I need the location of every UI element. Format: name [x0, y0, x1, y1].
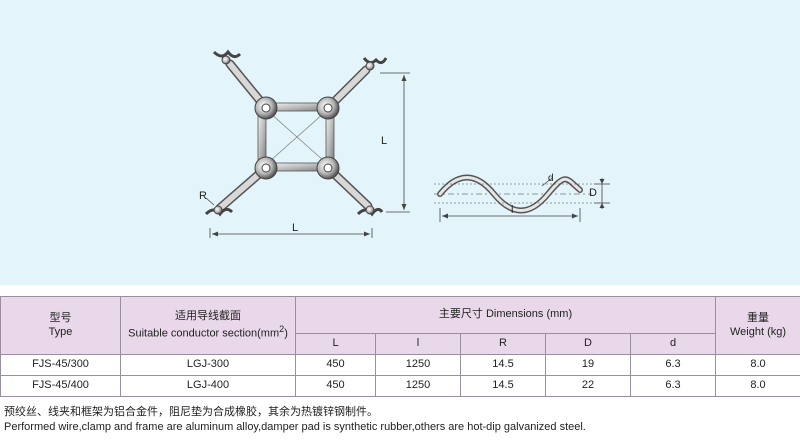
- dimension-vertical-l: [380, 72, 410, 213]
- cell-r: 14.5: [460, 354, 546, 376]
- label-d-small: d: [548, 173, 554, 184]
- cell-weight: 8.0: [715, 354, 800, 376]
- table-header-row: 型号 Type 适用导线截面 Suitable conductor sectio…: [0, 296, 800, 355]
- label-l-horizontal: L: [292, 222, 298, 234]
- header-section-en-close: ): [284, 327, 288, 340]
- cell-l-large: 450: [295, 375, 376, 397]
- cell-section: LGJ-400: [120, 375, 296, 397]
- spacer-damper-drawing: R L L d: [199, 49, 610, 238]
- dimension-l-small: [439, 208, 581, 222]
- table-row: FJS-45/300 LGJ-300 450 1250 14.5 19 6.3 …: [0, 354, 800, 376]
- cell-d-small: 6.3: [629, 375, 717, 397]
- cell-r: 14.5: [460, 375, 546, 397]
- header-dim-l-small: l: [375, 333, 461, 355]
- header-section-en-sup: 2: [279, 323, 285, 334]
- header-dim-l-large: L: [295, 333, 376, 355]
- cell-d-large: 19: [545, 354, 631, 376]
- label-r: R: [199, 190, 207, 202]
- header-dim-d-small: d: [629, 333, 717, 355]
- dimension-d-large: [594, 178, 610, 209]
- material-note-en: Performed wire,clamp and frame are alumi…: [4, 421, 586, 433]
- header-dim-r: R: [460, 333, 546, 355]
- material-note-zh: 预绞丝、线夹和框架为铝合金件，阻尼垫为合成橡胶，其余为热镀锌钢制件。: [4, 406, 378, 418]
- spec-table: 型号 Type 适用导线截面 Suitable conductor sectio…: [0, 296, 800, 397]
- header-section: 适用导线截面 Suitable conductor section(mm2): [120, 296, 296, 355]
- preformed-wire: [434, 174, 592, 214]
- header-section-en-text: Suitable conductor section(mm: [128, 327, 280, 340]
- cell-type: FJS-45/300: [0, 354, 121, 376]
- label-d-large: D: [589, 187, 597, 199]
- header-type-zh: 型号: [49, 312, 72, 325]
- cell-type: FJS-45/400: [0, 375, 121, 397]
- header-type: 型号 Type: [0, 296, 121, 355]
- header-weight-zh: 重量: [747, 312, 770, 325]
- table-subheader-row: L l R D d: [1, 333, 800, 355]
- cell-l-large: 450: [295, 354, 376, 376]
- drawing-panel: R L L d: [0, 0, 800, 285]
- cell-d-large: 22: [545, 375, 631, 397]
- r-leader: [205, 197, 215, 206]
- cell-weight: 8.0: [715, 375, 800, 397]
- header-weight-en: Weight (kg): [729, 325, 787, 338]
- header-weight: 重量 Weight (kg): [715, 296, 800, 355]
- cell-l-small: 1250: [375, 375, 461, 397]
- cell-section: LGJ-300: [120, 354, 296, 376]
- header-dimensions: 主要尺寸 Dimensions (mm): [294, 296, 717, 334]
- dimension-horizontal-l: [209, 228, 373, 238]
- cell-d-small: 6.3: [629, 354, 717, 376]
- header-section-en: Suitable conductor section(mm2): [121, 324, 295, 341]
- table-row: FJS-45/400 LGJ-400 450 1250 14.5 22 6.3 …: [0, 375, 800, 397]
- label-l-vertical: L: [381, 135, 387, 147]
- cell-l-small: 1250: [375, 354, 461, 376]
- header-dim-d-large: D: [545, 333, 631, 355]
- header-type-en: Type: [48, 325, 73, 338]
- hubs: [254, 96, 340, 180]
- d-leader: [541, 177, 553, 187]
- label-l-small: l: [511, 204, 513, 216]
- header-section-zh: 适用导线截面: [175, 310, 241, 323]
